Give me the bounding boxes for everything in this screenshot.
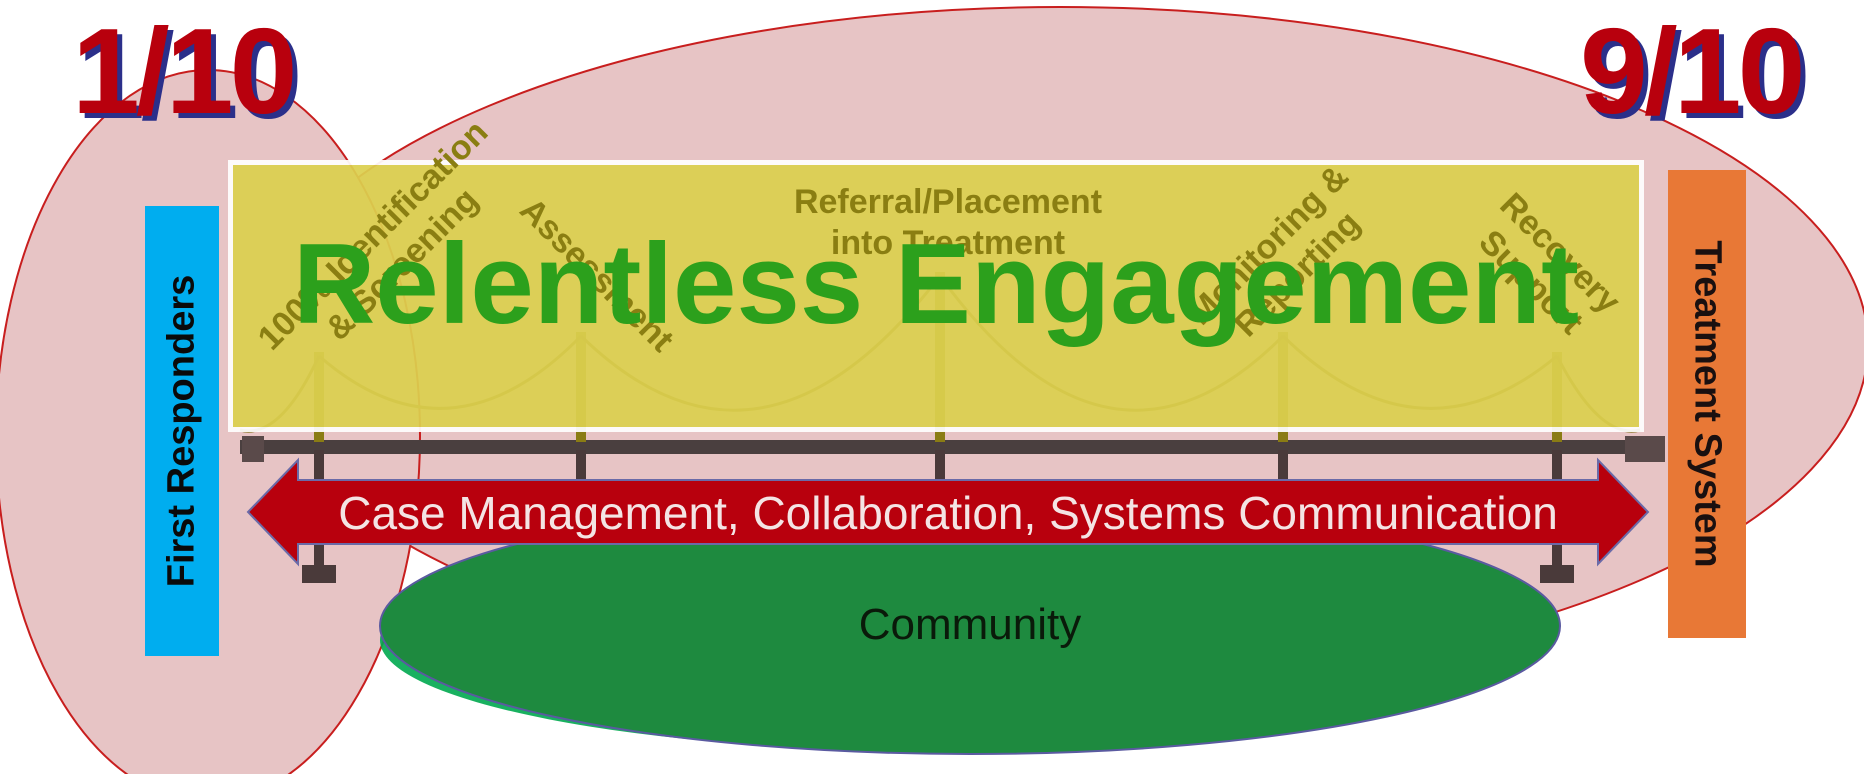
bridge-pier (1278, 450, 1288, 490)
fraction-right: 9/10 (1580, 3, 1805, 139)
bridge-pier (576, 450, 586, 490)
bridge-pier (935, 450, 945, 490)
arrow-label: Case Management, Collaboration, Systems … (338, 487, 1558, 539)
first-responders-label: First Responders (160, 274, 203, 588)
step-referral-placement: Referral/Placement into Treatment (793, 183, 1103, 262)
treatment-system-bar: Treatment System (1668, 170, 1746, 638)
community-label: Community (858, 600, 1082, 649)
relentless-engagement-banner (228, 160, 1644, 432)
banner-title: Relentless Engagement (292, 221, 1580, 348)
bridge-deck (240, 440, 1650, 454)
fraction-left: 1/10 (72, 3, 297, 139)
first-responders-bar: First Responders (145, 206, 219, 656)
treatment-system-label: Treatment System (1686, 240, 1729, 568)
